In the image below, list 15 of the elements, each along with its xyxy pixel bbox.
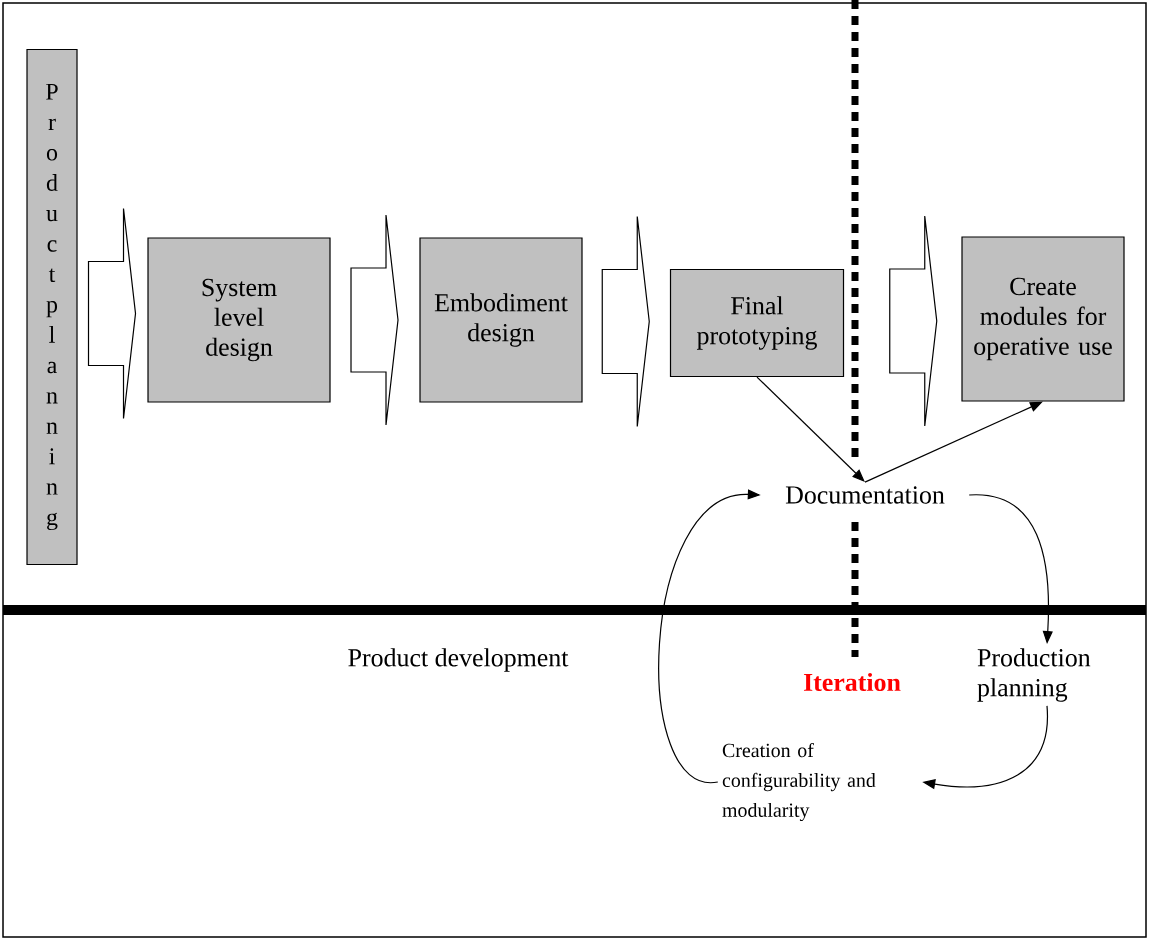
process-box: Final prototyping <box>669 268 845 378</box>
block-arrow <box>601 215 650 428</box>
vertical-box: Product planning <box>26 48 78 566</box>
process-box: Create modules for operative use <box>961 236 1125 402</box>
node-text: Creation of configurability and modularity <box>722 742 876 822</box>
block-arrow <box>87 207 137 420</box>
process-box: System level design <box>147 237 331 403</box>
node-text: Documentation <box>785 486 945 504</box>
label-text: Iteration <box>803 672 901 692</box>
block-arrow <box>889 215 938 427</box>
process-box: Embodiment design <box>419 237 583 403</box>
node-text: Production planning <box>977 648 1091 702</box>
arrow <box>864 401 1043 483</box>
label-text: Product development <box>348 648 569 672</box>
block-arrow <box>350 214 399 426</box>
